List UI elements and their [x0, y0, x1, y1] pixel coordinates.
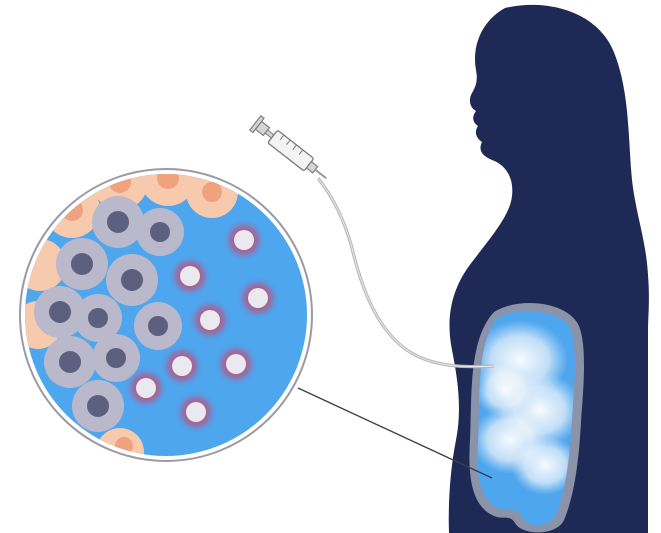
stomach-icon — [469, 303, 584, 532]
magnifier-icon — [14, 150, 312, 476]
syringe-icon — [250, 116, 332, 186]
